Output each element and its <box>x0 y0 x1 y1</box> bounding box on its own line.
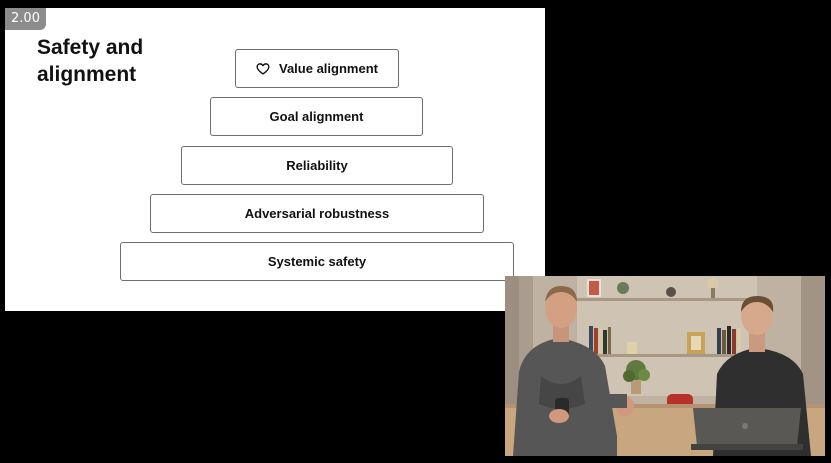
webcam-video-feed <box>505 276 825 456</box>
tier-systemic-safety: Systemic safety <box>120 242 514 281</box>
tier-label: Value alignment <box>279 61 378 76</box>
presentation-slide: Safety and alignment Value alignment Goa… <box>5 8 545 311</box>
tier-label: Goal alignment <box>269 109 364 124</box>
tier-value-alignment: Value alignment <box>235 49 399 88</box>
person-left <box>513 286 634 456</box>
tier-adversarial-robustness: Adversarial robustness <box>150 194 484 233</box>
shelf-ornament <box>627 342 637 354</box>
heart-icon <box>256 62 270 75</box>
tier-goal-alignment: Goal alignment <box>210 97 423 136</box>
tier-label: Adversarial robustness <box>244 206 390 221</box>
tier-reliability: Reliability <box>181 146 453 185</box>
tier-label: Systemic safety <box>267 254 367 269</box>
slide-title: Safety and alignment <box>37 36 144 86</box>
playback-speed-badge: 2.00 <box>5 8 46 30</box>
video-frame <box>505 276 825 456</box>
tier-label: Reliability <box>286 158 348 173</box>
